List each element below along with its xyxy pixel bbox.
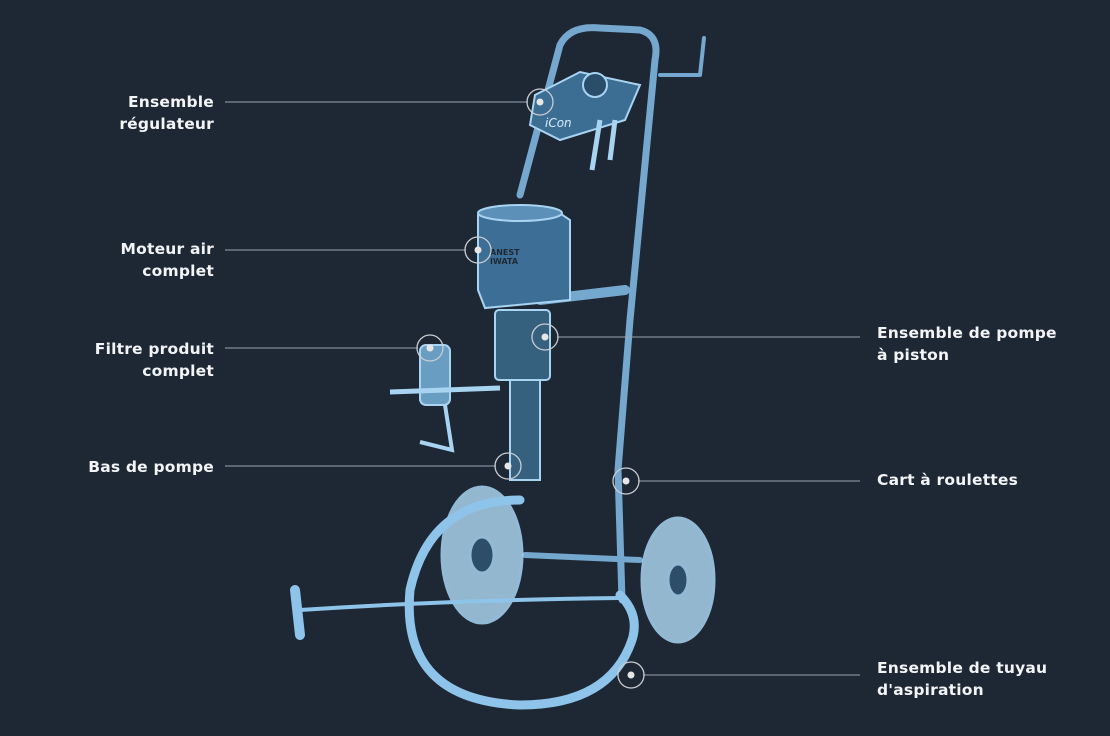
svg-text:IWATA: IWATA bbox=[490, 257, 519, 266]
callout-cart[interactable]: Cart à roulettes bbox=[877, 469, 1018, 491]
hotspot-pompe-piston[interactable] bbox=[531, 323, 559, 351]
regulator-assembly: iCon bbox=[528, 70, 642, 171]
hotspot-moteur[interactable] bbox=[464, 236, 492, 264]
hotspot-cart[interactable] bbox=[612, 467, 640, 495]
hotspot-regulateur[interactable] bbox=[526, 88, 554, 116]
air-motor: ANEST IWATA bbox=[477, 204, 571, 310]
callout-line: Filtre produit bbox=[94, 340, 214, 358]
callout-tuyau[interactable]: Ensemble de tuyau d'aspiration bbox=[877, 657, 1047, 701]
callout-line: Ensemble bbox=[127, 93, 214, 111]
hotspot-filtre[interactable] bbox=[416, 334, 444, 362]
callout-pompe-piston[interactable]: Ensemble de pompe à piston bbox=[877, 322, 1057, 366]
hotspot-bas-pompe[interactable] bbox=[494, 452, 522, 480]
callout-filtre[interactable]: Filtre produit complet bbox=[95, 338, 214, 382]
callout-line: Cart à roulettes bbox=[877, 471, 1019, 489]
callout-line: Ensemble de pompe bbox=[877, 324, 1057, 342]
callout-line: Bas de pompe bbox=[88, 458, 214, 476]
callout-moteur[interactable]: Moteur air complet bbox=[121, 238, 215, 282]
callout-line: complet bbox=[142, 362, 214, 380]
hotspot-tuyau[interactable] bbox=[617, 661, 645, 689]
cart-frame bbox=[516, 24, 660, 604]
callout-line: Moteur air bbox=[120, 240, 214, 258]
callout-line: complet bbox=[142, 262, 214, 280]
leader-lines bbox=[225, 101, 860, 676]
product-filter bbox=[389, 344, 501, 453]
suction-hose bbox=[290, 495, 639, 710]
svg-text:iCon: iCon bbox=[545, 116, 572, 130]
callout-line: à piston bbox=[877, 346, 950, 364]
svg-text:ANEST: ANEST bbox=[490, 248, 520, 257]
wheels bbox=[440, 485, 716, 644]
callout-bas-pompe[interactable]: Bas de pompe bbox=[88, 456, 214, 478]
callout-line: régulateur bbox=[119, 115, 214, 133]
callout-line: Ensemble de tuyau bbox=[877, 659, 1048, 677]
callout-regulateur[interactable]: Ensemble régulateur bbox=[119, 91, 214, 135]
callout-line: d'aspiration bbox=[877, 681, 984, 699]
